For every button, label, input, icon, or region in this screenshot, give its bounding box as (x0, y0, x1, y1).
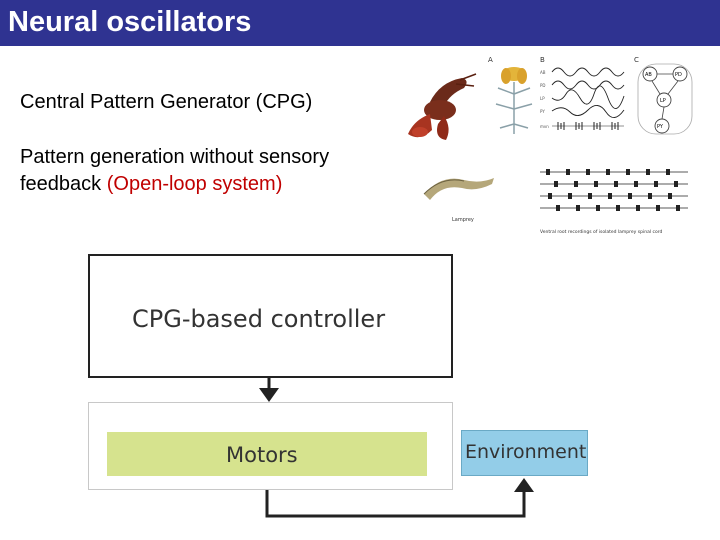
svg-text:PY: PY (540, 109, 545, 114)
motors-box (107, 432, 427, 476)
spinal-recording-icon (540, 169, 688, 211)
environment-label: Environment (465, 441, 587, 463)
cpg-controller-box (88, 254, 453, 378)
svg-text:mvn: mvn (540, 124, 549, 129)
svg-text:LP: LP (660, 98, 666, 104)
description-line-2: feedback (Open-loop system) (20, 172, 282, 196)
recording-caption: Ventral root recordings of isolated lamp… (540, 230, 663, 235)
feedback-loop (265, 478, 534, 518)
description-line-1: Pattern generation without sensory (20, 146, 330, 168)
control-arrow (259, 376, 279, 402)
circuit-diagram-icon: C AB PD LP PY (634, 56, 693, 135)
panel-label-a: A (488, 56, 493, 64)
motors-label: Motors (226, 443, 298, 467)
cpg-prefix: CPG (132, 305, 182, 333)
svg-text:PY: PY (657, 124, 664, 130)
controller-suffix: -based controller (181, 305, 386, 333)
oscillation-traces-icon: B AB PD LP PY mvn (540, 56, 625, 130)
svg-text:AB: AB (540, 70, 546, 75)
neuron-diagram-icon: A (488, 56, 533, 134)
panel-label-c: C (634, 56, 639, 64)
open-loop-text: (Open-loop system) (106, 173, 283, 195)
svg-text:LP: LP (540, 96, 545, 101)
svg-text:PD: PD (675, 72, 682, 78)
cpg-heading: Central Pattern Generator (CPG) (20, 91, 313, 113)
feedback-text: feedback (20, 173, 107, 195)
svg-text:AB: AB (645, 72, 652, 78)
lamprey-icon (423, 178, 494, 200)
lamprey-caption: Lamprey (452, 217, 474, 223)
controller-label: CPG-based controller (132, 305, 385, 333)
lobster-icon (408, 73, 477, 140)
title-bar: Neural oscillators (0, 0, 720, 46)
panel-label-b: B (540, 56, 545, 64)
environment-box (461, 430, 588, 476)
slide-title: Neural oscillators (8, 6, 252, 38)
svg-text:PD: PD (540, 83, 546, 88)
